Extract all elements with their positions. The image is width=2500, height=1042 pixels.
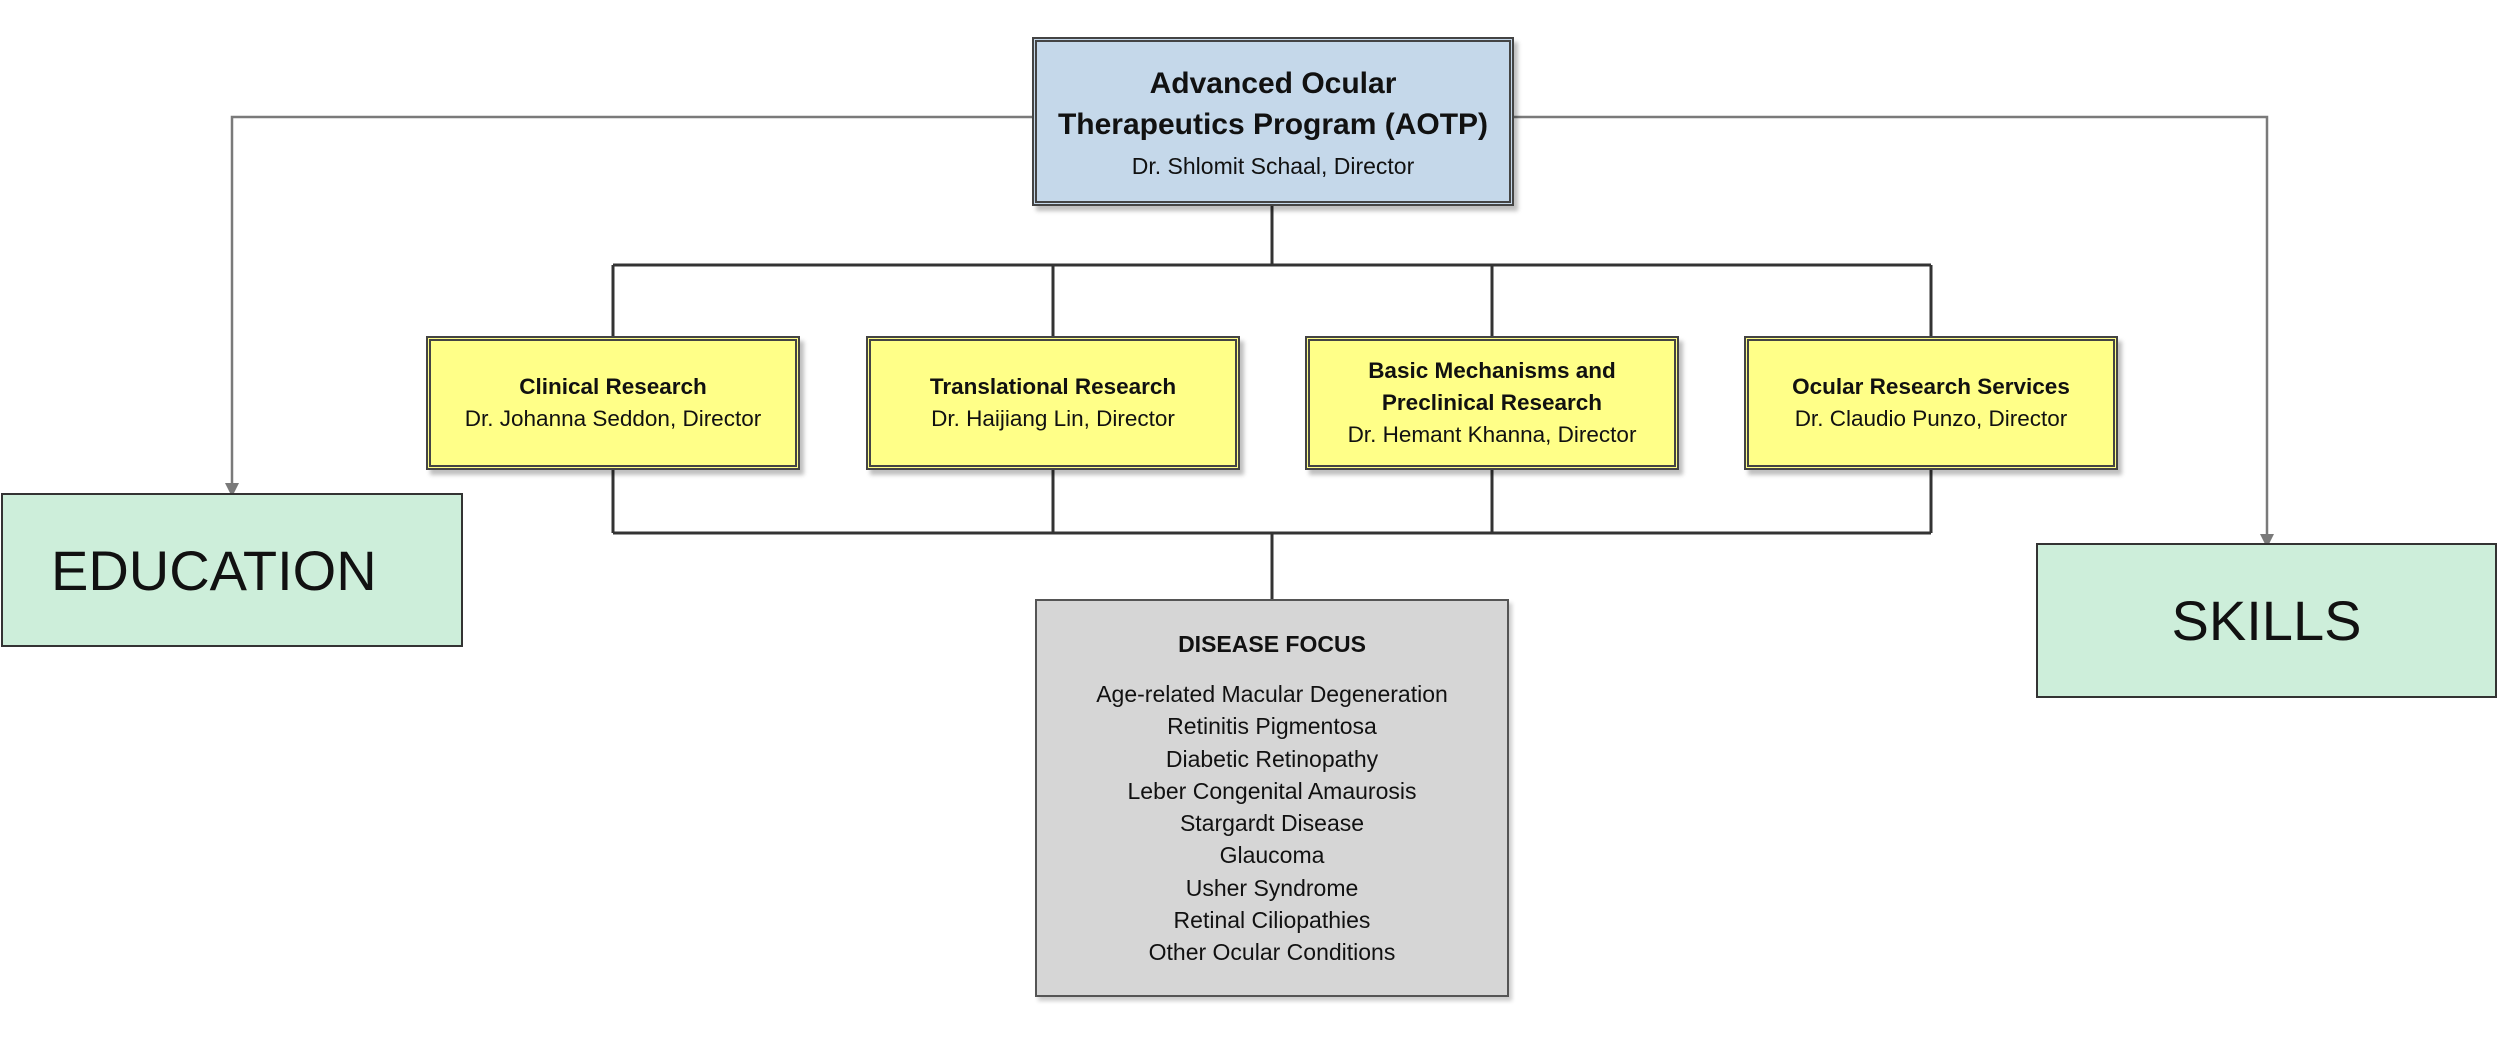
disease-item: Retinal Ciliopathies: [1173, 907, 1371, 934]
department-title: Ocular Research Services: [1792, 374, 2070, 399]
program-title-line1: Advanced Ocular: [1149, 67, 1397, 100]
department-director: Dr. Haijiang Lin, Director: [931, 406, 1175, 431]
disease-focus-title: DISEASE FOCUS: [1178, 631, 1366, 657]
program-box: Advanced Ocular Therapeutics Program (AO…: [1032, 37, 1514, 206]
department-box-basic-mechanisms: Basic Mechanisms and Preclinical Researc…: [1305, 336, 1679, 470]
disease-item: Age-related Macular Degeneration: [1096, 681, 1448, 707]
department-title-line2: Preclinical Research: [1381, 390, 1603, 415]
disease-focus-box: DISEASE FOCUS Age-related Macular Degene…: [1035, 599, 1509, 997]
department-title: Translational Research: [929, 374, 1177, 399]
skills-label: SKILLS: [2171, 589, 2362, 652]
department-director: Dr. Hemant Khanna, Director: [1347, 422, 1637, 447]
arrow-to-education: [225, 115, 1032, 497]
department-title: Basic Mechanisms and: [1368, 358, 1616, 383]
org-tree-bottom: [611, 470, 1933, 599]
department-box-clinical-research: Clinical Research Dr. Johanna Seddon, Di…: [426, 336, 800, 470]
arrow-to-skills: [1514, 115, 2274, 548]
disease-item: Leber Congenital Amaurosis: [1127, 777, 1417, 804]
program-director: Dr. Shlomit Schaal, Director: [1131, 153, 1415, 179]
disease-item: Glaucoma: [1219, 842, 1325, 869]
skills-box: SKILLS: [2036, 543, 2497, 698]
department-box-translational-research: Translational Research Dr. Haijiang Lin,…: [866, 336, 1240, 470]
department-box-ocular-research-services: Ocular Research Services Dr. Claudio Pun…: [1744, 336, 2118, 470]
disease-item: Other Ocular Conditions: [1148, 939, 1396, 966]
disease-item: Usher Syndrome: [1185, 874, 1359, 901]
education-label: EDUCATION: [51, 538, 377, 602]
department-director: Dr. Johanna Seddon, Director: [464, 406, 762, 431]
org-tree-top: [611, 206, 1933, 336]
disease-item: Retinitis Pigmentosa: [1167, 713, 1377, 740]
department-title: Clinical Research: [519, 374, 707, 399]
disease-item: Stargardt Disease: [1179, 810, 1365, 837]
education-box: EDUCATION: [1, 493, 463, 647]
department-director: Dr. Claudio Punzo, Director: [1794, 406, 2068, 431]
disease-item: Diabetic Retinopathy: [1165, 745, 1379, 772]
program-title-line2: Therapeutics Program (AOTP): [1057, 108, 1489, 141]
